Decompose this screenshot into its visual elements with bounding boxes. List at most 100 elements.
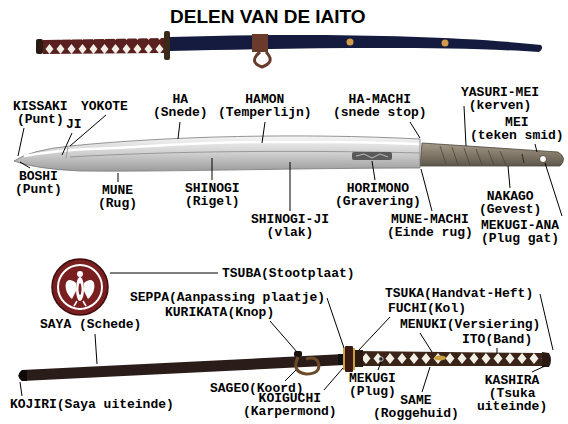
label-line: (Rigel) <box>185 195 240 208</box>
kashira-small <box>36 39 43 54</box>
label-line: HAMON <box>218 93 312 106</box>
label-line: KOIGUCHI <box>243 392 337 405</box>
leader-line <box>324 368 343 390</box>
leader-line <box>378 362 381 370</box>
tsuba-ring <box>58 265 102 309</box>
leader-line <box>535 144 537 152</box>
part-label: MENUKI(Versiering) <box>400 318 540 331</box>
label-line: (snede stop) <box>333 106 427 119</box>
tsuba <box>52 259 108 315</box>
leader-line <box>62 133 72 155</box>
part-label: MEKUGI (Plug) <box>349 372 396 398</box>
seppa <box>343 348 345 370</box>
label-line: SAYA (Schede) <box>40 318 141 331</box>
leader-line <box>262 122 265 143</box>
part-label: YASURI-MEI (kerven) <box>461 86 539 112</box>
label-line: HA <box>153 93 208 106</box>
leader-line <box>545 163 562 216</box>
emblem <box>347 39 354 46</box>
tsuba-motif <box>74 301 86 306</box>
label-line: SEPPA(Aanpassing plaatje) <box>130 291 325 304</box>
leader-line <box>118 173 119 182</box>
part-label: KURIKATA(Knop) <box>165 306 274 319</box>
leader-line <box>372 161 375 180</box>
label-line: (kerven) <box>461 99 539 112</box>
emblem <box>442 40 449 47</box>
tsuba-plate <box>52 259 108 315</box>
leader-lines <box>18 106 562 396</box>
part-label: SHINOGI (Rigel) <box>185 182 240 208</box>
kashira <box>542 352 551 367</box>
leader-line <box>327 298 344 348</box>
label-line: SHINOGI <box>185 182 240 195</box>
leader-line <box>290 162 291 211</box>
mekugi-ana <box>540 156 547 163</box>
tsuba-motif <box>66 280 76 299</box>
label-line: MENUKI(Versiering) <box>400 318 540 331</box>
leader-line <box>212 158 213 180</box>
part-label: MUNE (Rug) <box>98 184 137 210</box>
label-line: TSUBA(Stootplaat) <box>222 267 355 280</box>
part-label: YOKOTE <box>81 100 128 113</box>
saya <box>19 354 346 381</box>
part-label: ITO(Band) <box>462 333 532 346</box>
part-label: SAYA (Schede) <box>40 318 141 331</box>
label-line: MEKUGI <box>349 372 396 385</box>
part-label: MEKUGI-ANA (Plug gat) <box>481 219 559 245</box>
horimono-detail <box>356 154 388 158</box>
part-label: KOIGUCHI (Karpermond) <box>243 392 337 418</box>
label-line: (Punt) <box>13 113 68 126</box>
part-label: HA-MACHI (snede stop) <box>333 93 427 119</box>
label-line: (Plug) <box>349 385 396 398</box>
label-line: (Tsuka <box>477 387 547 400</box>
label-line: YASURI-MEI <box>461 86 539 99</box>
leader-line <box>421 169 432 211</box>
label-line: HORIMONO <box>335 182 421 195</box>
part-label: SHINOGI-JI (vlak) <box>251 213 329 239</box>
leader-line <box>20 382 22 396</box>
leader-line <box>540 294 553 350</box>
label-line: (Roggehuid) <box>373 407 459 420</box>
label-line: (Gravering) <box>335 195 421 208</box>
part-label: JI <box>66 118 82 131</box>
part-label: HA (Snede) <box>153 93 208 119</box>
label-line: ITO(Band) <box>462 333 532 346</box>
sageo-cord-small <box>254 52 270 67</box>
label-line: JI <box>66 118 82 131</box>
yasuri-mei <box>440 146 506 165</box>
label-line: (Einde rug) <box>387 226 473 239</box>
label-line: HA-MACHI <box>333 93 427 106</box>
part-label: TSUKA(Handvat-Heft) <box>385 287 533 300</box>
label-line: (Gevest) <box>479 203 541 216</box>
leader-line <box>285 370 296 381</box>
part-label: HAMON (Temperlijn) <box>218 93 312 119</box>
leader-line <box>532 366 545 372</box>
leader-line <box>95 334 97 364</box>
leader-line <box>422 367 430 392</box>
saya-small <box>170 35 542 52</box>
leader-line <box>358 317 390 351</box>
part-label: KASHIRA (Tsuka uiteinde) <box>477 374 547 413</box>
kurikata <box>294 351 302 357</box>
label-line: MUNE <box>98 184 137 197</box>
seppa <box>353 348 355 370</box>
label-line: KISSAKI <box>13 100 68 113</box>
part-label: MUNE-MACHI (Einde rug) <box>387 213 473 239</box>
label-line: SHINOGI-JI <box>251 213 329 226</box>
label-line: (Snede) <box>153 106 208 119</box>
leader-line <box>410 122 420 138</box>
label-line: MEI <box>470 116 564 129</box>
label-line: KASHIRA <box>477 374 547 387</box>
label-line: MUNE-MACHI <box>387 213 473 226</box>
label-line: NAKAGO <box>479 190 541 203</box>
part-label: NAKAGO (Gevest) <box>479 190 541 216</box>
label-line: BOSHI <box>15 170 62 183</box>
menuki <box>434 356 446 361</box>
label-line: uiteinde) <box>477 400 547 413</box>
label-line: YOKOTE <box>81 100 128 113</box>
label-line: (vlak) <box>251 226 329 239</box>
label-line: (Plug gat) <box>481 232 559 245</box>
part-label: HORIMONO (Gravering) <box>335 182 421 208</box>
label-line: (Rug) <box>98 197 137 210</box>
label-line: MEKUGI-ANA <box>481 219 559 232</box>
